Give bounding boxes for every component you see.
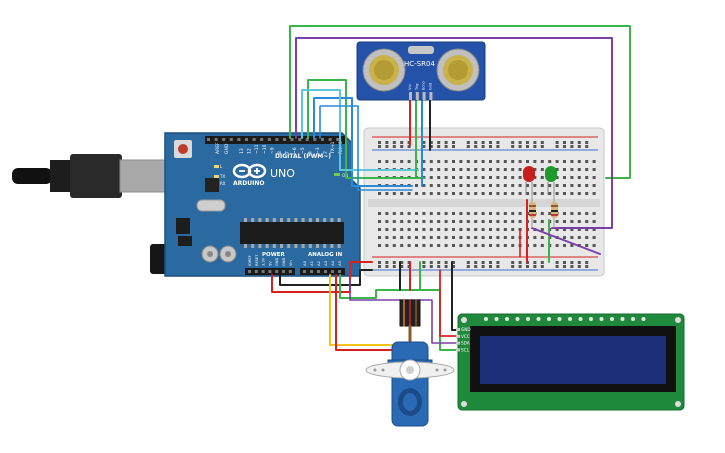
rx-led-label: RX <box>220 181 226 186</box>
usb-cable <box>12 168 52 184</box>
wire-green-trig <box>307 79 425 179</box>
analog-pin-label: A4 <box>330 260 335 266</box>
sensor-pin-label: Echo <box>422 81 426 90</box>
uno-label: UNO <box>270 167 295 180</box>
digital-pin-label: 12 <box>247 148 253 154</box>
digital-pin-label: TX→1 <box>330 141 336 155</box>
power-pin-label: 5V <box>268 261 272 266</box>
digital-pin-label: 4 <box>307 151 313 154</box>
digital-pin-label: ~6 <box>292 147 298 154</box>
breadboard <box>363 127 605 277</box>
lcd-screen <box>480 336 666 384</box>
digital-pin-label: ~9 <box>269 147 275 154</box>
servo-motor <box>365 341 455 427</box>
wire-purple-long <box>295 37 613 229</box>
on-led <box>334 173 340 176</box>
arduino-logo-icon <box>232 163 267 179</box>
digital-label: DIGITAL (PWM~) <box>275 153 331 160</box>
resistor-green <box>551 195 558 228</box>
power-pin-label: GND <box>282 258 286 266</box>
analog-pin-label: A3 <box>323 260 328 266</box>
green-led <box>545 166 557 195</box>
sensor-label: HC-SR04 <box>404 60 435 68</box>
power-pin-label: 3.3V <box>262 257 266 266</box>
wire-red-lcd <box>439 269 459 337</box>
atmega-chip <box>240 222 344 244</box>
digital-header <box>205 136 345 144</box>
wire-green-long <box>289 25 631 179</box>
sensor-pin-label: Gnd <box>428 83 432 90</box>
analog-pin-label: A0 <box>302 260 307 266</box>
power-pin-label: Vin <box>289 260 293 266</box>
digital-pin-label: 8 <box>277 151 283 154</box>
crystal <box>196 199 226 212</box>
usb-chip <box>205 178 219 192</box>
power-pin-label: IOREF <box>248 255 252 266</box>
resistor-red <box>529 195 536 228</box>
digital-pin-label: 13 <box>239 148 245 154</box>
wire-blue-2 <box>319 105 413 191</box>
l-led-label: L <box>220 164 223 169</box>
analog-pin-label: A2 <box>316 260 321 266</box>
aref-label: AREF <box>215 142 221 154</box>
arduino-logo-text: ARDUINO <box>233 180 264 187</box>
power-pin-label: GND <box>275 258 279 266</box>
lcd-pin-label: SDA <box>461 341 470 346</box>
power-pin-label: RESET <box>255 254 259 266</box>
digital-pin-label: ~10 <box>262 144 268 154</box>
lcd-pin-label: GND <box>461 327 471 332</box>
wire-blue-echo <box>313 97 413 187</box>
digital-pin-label: 7 <box>285 151 291 154</box>
wires <box>271 25 631 351</box>
usb-plug <box>50 160 72 192</box>
wire-green-scl <box>339 274 459 351</box>
digital-pin-label: ~3 <box>315 147 321 154</box>
analog-pin-label: A5 <box>337 260 342 266</box>
wire-red-servo <box>335 274 405 351</box>
red-led <box>523 166 535 195</box>
power-label: POWER <box>262 252 286 258</box>
sensor-pin-label: Vcc <box>408 84 412 90</box>
analog-pin-label: A1 <box>309 260 314 266</box>
wire-purple-lcd <box>349 279 459 344</box>
wire-black-gnd <box>279 269 373 286</box>
digital-pin-label: ~5 <box>300 147 306 154</box>
digital-pin-label: ~11 <box>254 144 260 154</box>
wire-yellow-signal <box>329 274 403 346</box>
leds <box>523 166 558 228</box>
lcd-pin-label: SCL <box>461 347 470 352</box>
sensor-pin-label: Trig <box>415 84 419 91</box>
wire-teal <box>301 89 419 171</box>
digital-pin-label: 2 <box>323 151 329 154</box>
lcd-pin-label: VCC <box>461 334 470 339</box>
analog-in-label: ANALOG IN <box>308 252 343 258</box>
analog-header <box>300 268 345 275</box>
gnd-pin-label: GND <box>224 143 230 154</box>
tx-led-label: TX <box>219 174 225 179</box>
